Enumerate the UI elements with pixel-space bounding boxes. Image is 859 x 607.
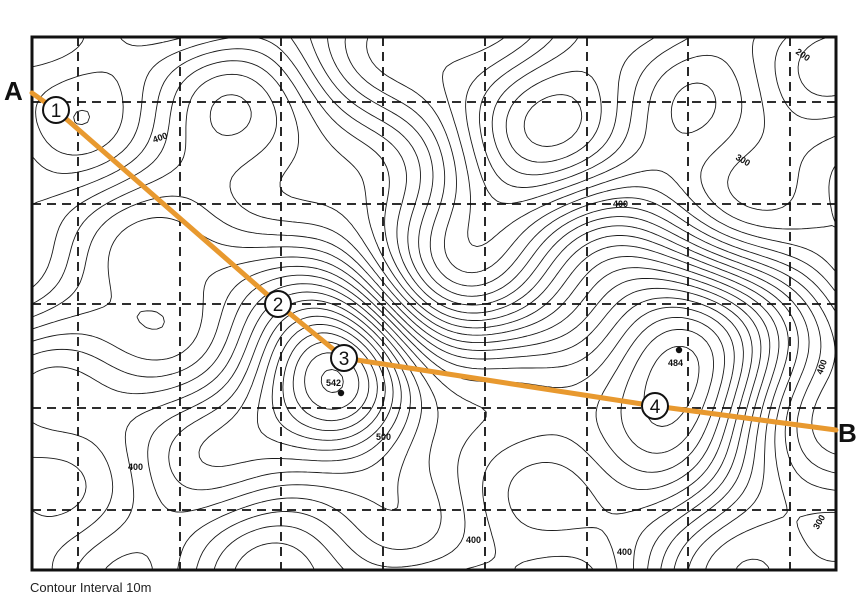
waypoint-label: 4 [650,397,661,418]
spot-height-484: 484 [668,358,683,368]
waypoint-label: 2 [273,295,284,316]
waypoint-circle [42,96,70,124]
summit-dot [337,389,345,397]
waypoint-circle [641,392,669,420]
contour-label-400: 400 [613,199,628,209]
map-area: 400 400 400 400 400 400 300 300 200 500 … [32,37,836,570]
spot-height-542: 542 [326,378,341,388]
map-frame [30,35,838,572]
waypoint-label: 1 [51,101,62,122]
waypoint-3: 3 [330,344,358,372]
waypoint-4: 4 [641,392,669,420]
contour-label-500: 500 [376,432,391,442]
contour-label-400: 400 [151,130,169,145]
contour-label-400: 400 [466,535,481,545]
summit-dot [675,346,683,354]
endpoint-a-label: A [4,76,23,106]
waypoint-2: 2 [264,290,292,318]
waypoint-label: 3 [339,349,350,370]
contour-label-400: 400 [128,462,143,472]
waypoint-circle [330,344,358,372]
waypoint-1: 1 [42,96,70,124]
waypoint-circle [264,290,292,318]
contour-interval-caption: Contour Interval 10m [30,580,152,595]
endpoint-b-label: B [838,418,857,448]
contour-label-400: 400 [814,358,829,376]
contour-label-400: 400 [617,547,632,557]
